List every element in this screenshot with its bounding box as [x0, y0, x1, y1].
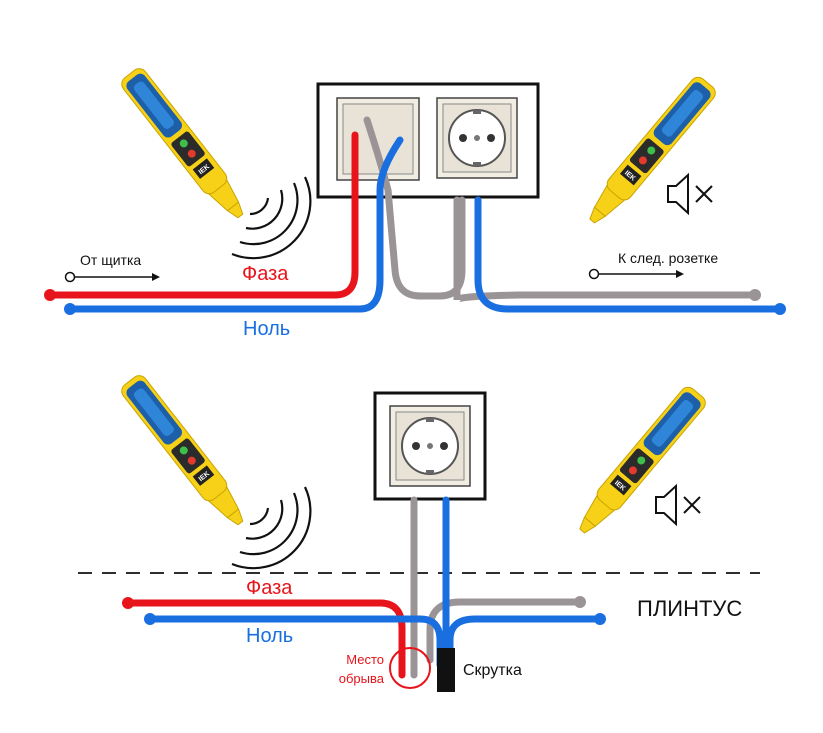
speaker-muted-icon [667, 172, 713, 216]
break-circle [389, 647, 431, 689]
gray-end-dot [749, 289, 761, 301]
phase-wire-top [46, 131, 359, 299]
neutral-end-dot-bottom [144, 613, 156, 625]
tester-pen-bottom-left [118, 371, 252, 533]
gray-wire-bottom-right [426, 598, 584, 664]
label-twist: Скрутка [463, 662, 522, 679]
label-neutral-bottom: Ноль [246, 625, 293, 647]
neutral-wire-bottom [146, 615, 444, 669]
label-break-line2: обрыва [339, 671, 385, 686]
twist-connector [437, 648, 455, 692]
phase-end-dot [44, 289, 56, 301]
tester-pen-bottom-right [570, 383, 710, 541]
tester-pen-top-right [580, 73, 720, 231]
sound-waves-icon [231, 176, 312, 260]
gray-wire-top-loop [363, 116, 466, 300]
neutral-wire-top [66, 136, 404, 313]
label-to-next-socket: К след. розетке [618, 250, 718, 266]
neutral-wire-bottom-right [446, 615, 604, 654]
label-baseboard: ПЛИНТУС [637, 596, 742, 621]
neutral-end-dot [64, 303, 76, 315]
top-diagram: От щитка Фаза Ноль К след. розетке [44, 64, 786, 340]
label-from-panel: От щитка [80, 252, 141, 268]
tester-pen-top-left [118, 64, 252, 226]
label-neutral-top: Ноль [243, 318, 290, 340]
label-phase-bottom: Фаза [246, 577, 293, 599]
socket-top [436, 97, 518, 179]
neutral-end-dot-bottom-right [594, 613, 606, 625]
gray-wire-top-right [453, 196, 759, 304]
sound-waves-icon [231, 486, 312, 570]
arrow-right-icon [588, 268, 684, 280]
neutral-end-dot-right [774, 303, 786, 315]
phase-wire-bottom [124, 599, 406, 679]
bottom-diagram: Фаза Ноль ПЛИНТУС Место обрыва Скрутка [78, 371, 760, 692]
label-break-line1: Место [346, 652, 384, 667]
socket-bottom [389, 405, 471, 487]
phase-end-dot-bottom [122, 597, 134, 609]
speaker-muted-icon [655, 483, 701, 527]
label-phase-top: Фаза [242, 263, 289, 285]
neutral-wire-top-right [474, 196, 784, 313]
arrow-right-icon [64, 271, 160, 283]
gray-end-dot-bottom [574, 596, 586, 608]
